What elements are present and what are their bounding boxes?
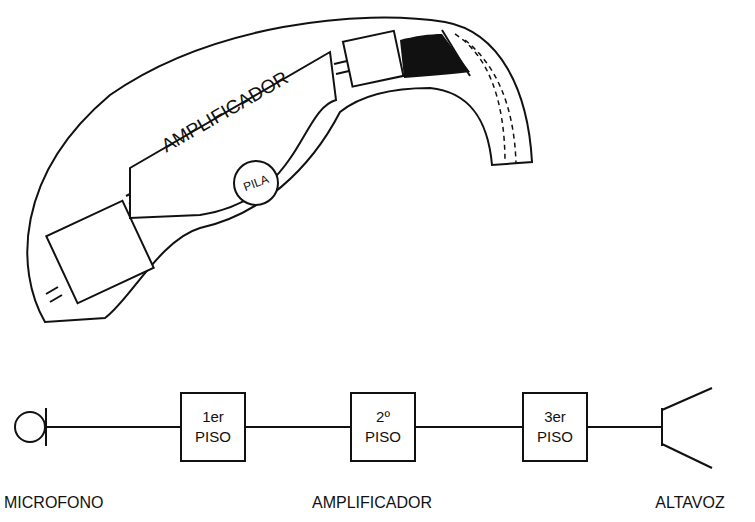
microphone-symbol <box>15 408 180 446</box>
signal-wire <box>416 427 522 428</box>
amplifier-region: AMPLIFICADORPILA <box>125 48 340 223</box>
signal-wire <box>246 427 350 428</box>
stage-label: 1er PISO <box>193 407 233 448</box>
battery-circle: PILA <box>233 160 279 206</box>
tube-band <box>400 34 470 78</box>
tube-joint <box>442 30 470 76</box>
amplifier-outline <box>125 48 340 223</box>
stage-label: 3er PISO <box>535 407 575 448</box>
stage-box: 3er PISO <box>522 392 588 462</box>
speaker-label: ALTAVOZ <box>655 494 724 512</box>
tube-dashes <box>455 34 516 163</box>
stage-label: 2º PISO <box>363 407 403 448</box>
microphone-label: MICROFONO <box>4 494 104 512</box>
housing-outline <box>27 17 532 322</box>
stage-box: 1er PISO <box>180 392 246 462</box>
stage-box: 2º PISO <box>350 392 416 462</box>
amplifier-caption: AMPLIFICADOR <box>312 494 432 512</box>
speaker-symbol <box>588 388 712 468</box>
receiver-box <box>343 31 403 87</box>
